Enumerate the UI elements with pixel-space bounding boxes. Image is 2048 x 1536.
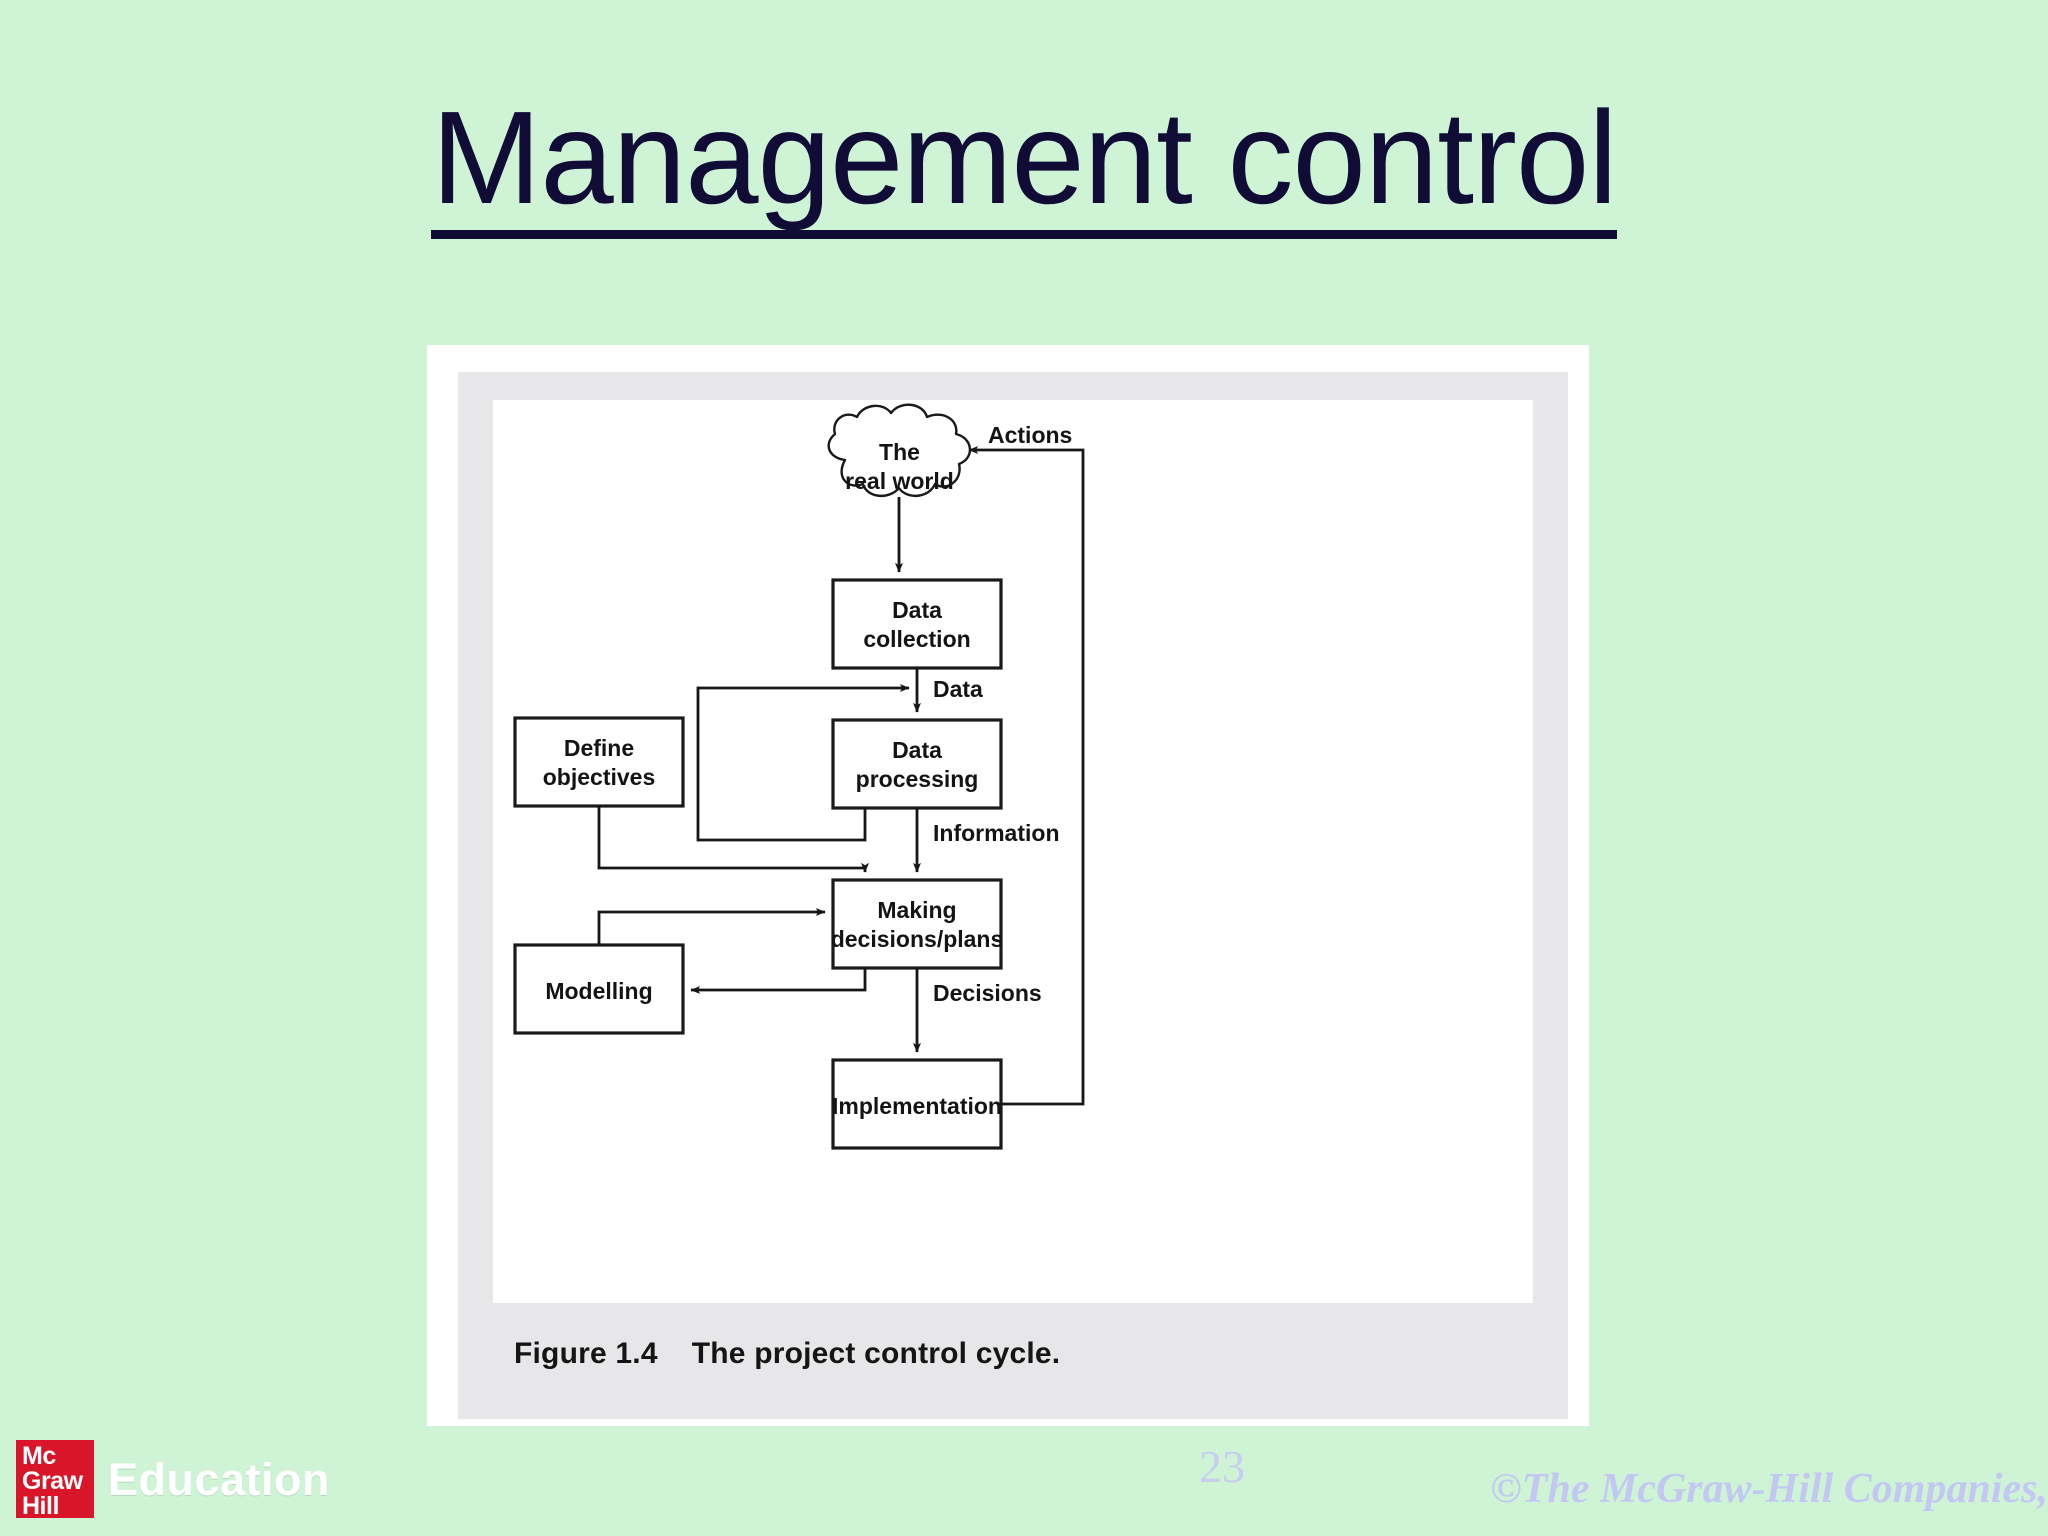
logo-line-mc: Mc [22, 1442, 56, 1470]
node-label-data-collection: Data collection [833, 596, 1001, 654]
node-label-implementation: Implementation [823, 1092, 1011, 1121]
page-title: Management control [0, 92, 2048, 239]
figure-caption-number: Figure 1.4 [514, 1337, 658, 1370]
node-label-data-collection-line2: collection [863, 625, 971, 652]
figure-mat: The real world Data collection Define ob… [458, 372, 1568, 1419]
edge-label-actions: Actions [988, 422, 1073, 448]
figure-container: The real world Data collection Define ob… [427, 345, 1589, 1426]
node-label-define-objectives-line1: Define [563, 735, 635, 761]
node-making-decisions-box [831, 878, 1003, 970]
figure-caption-text: The project control cycle. [691, 1337, 1061, 1370]
edge-label-data: Data [933, 676, 983, 702]
node-label-data-collection-line1: Data [892, 597, 942, 623]
edge-modelling-to-makingdecisions [597, 908, 826, 945]
mcgraw-hill-education-logo: Mc Graw Hill Education [10, 1432, 340, 1532]
node-label-define-objectives: Define objectives [515, 734, 683, 792]
node-label-making-decisions: Making decisions/plans [825, 896, 1009, 954]
node-label-modelling: Modelling [515, 977, 683, 1006]
node-label-define-objectives-line2: objectives [542, 763, 656, 790]
figure-caption: Figure 1.4 The project control cycle. [514, 1337, 1060, 1371]
node-implementation-box [831, 1058, 1003, 1150]
edge-label-decisions: Decisions [933, 980, 1042, 1006]
node-label-data-processing: Data processing [833, 736, 1001, 794]
mcgraw-hill-mark: Mc Graw Hill [16, 1440, 94, 1520]
node-label-implementation-line1: Implementation [832, 1093, 1002, 1119]
edge-label-information: Information [933, 820, 1060, 846]
edge-dataprocessing-feedback [696, 684, 910, 842]
flowchart-canvas: The real world Data collection Define ob… [493, 400, 1533, 1303]
node-label-real-world-line1: The [879, 439, 920, 465]
page-title-text: Management control [431, 92, 1618, 239]
node-data-collection-box [831, 578, 1003, 670]
edge-implementation-to-realworld [968, 446, 1085, 1106]
page-number: 23 [1199, 1441, 1245, 1492]
edge-makingdecisions-to-modelling [690, 968, 867, 994]
logo-line-graw: Graw [22, 1467, 83, 1495]
node-label-data-processing-line1: Data [892, 737, 942, 763]
node-label-real-world: The real world [812, 438, 987, 496]
cloud-shape-real-world [827, 403, 972, 497]
node-modelling-box [513, 943, 685, 1035]
node-label-making-decisions-line1: Making [877, 897, 957, 923]
flowchart-graphics [513, 403, 1085, 1150]
node-label-modelling-line1: Modelling [545, 978, 653, 1004]
copyright-notice: ©The McGraw-Hill Companies, [1490, 1466, 2048, 1512]
logo-line-hill: Hill [22, 1492, 59, 1520]
edge-defineobjectives-to-makingdecisions [597, 806, 869, 873]
node-label-real-world-line2: real world [845, 467, 954, 494]
node-label-making-decisions-line2: decisions/plans [830, 925, 1004, 952]
education-wordmark: Education [108, 1454, 331, 1505]
node-data-processing-box [831, 718, 1003, 810]
node-label-data-processing-line2: processing [855, 765, 979, 792]
